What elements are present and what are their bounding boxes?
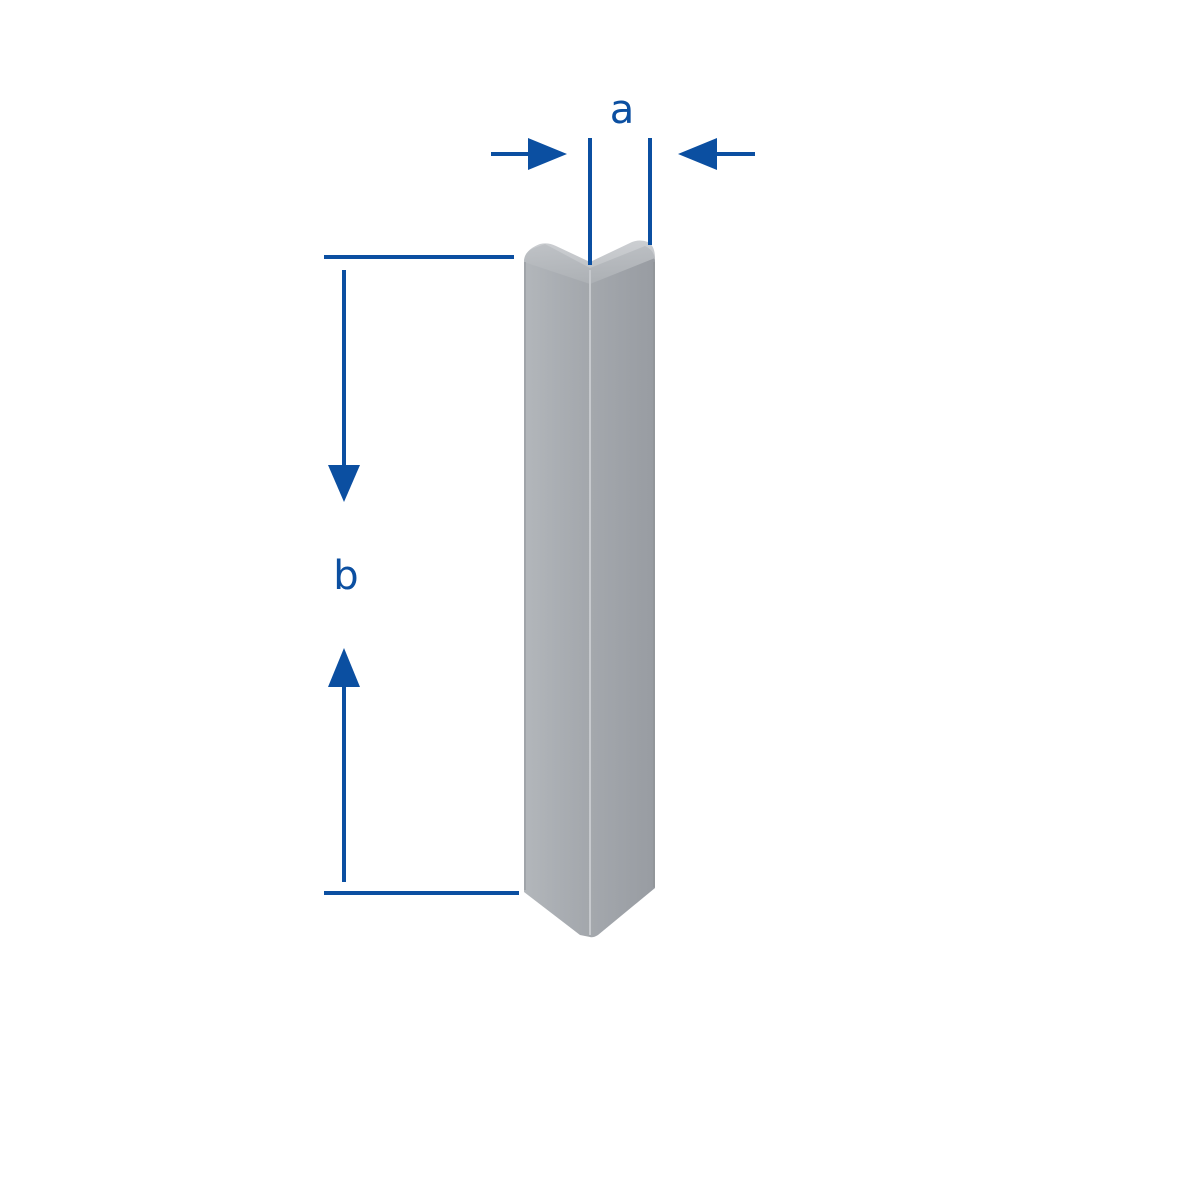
- arrow-down-icon: [328, 465, 360, 502]
- dimension-a: [491, 138, 755, 265]
- profile-left-face: [524, 244, 590, 937]
- profile-right-face: [590, 246, 655, 938]
- dimension-b: [324, 255, 519, 895]
- corner-profile: [524, 240, 655, 938]
- arrow-left-icon: [678, 138, 717, 170]
- dimension-a-label: a: [609, 87, 635, 133]
- arrow-right-icon: [528, 138, 567, 170]
- dimension-b-label: b: [333, 553, 359, 599]
- arrow-up-icon: [328, 648, 360, 687]
